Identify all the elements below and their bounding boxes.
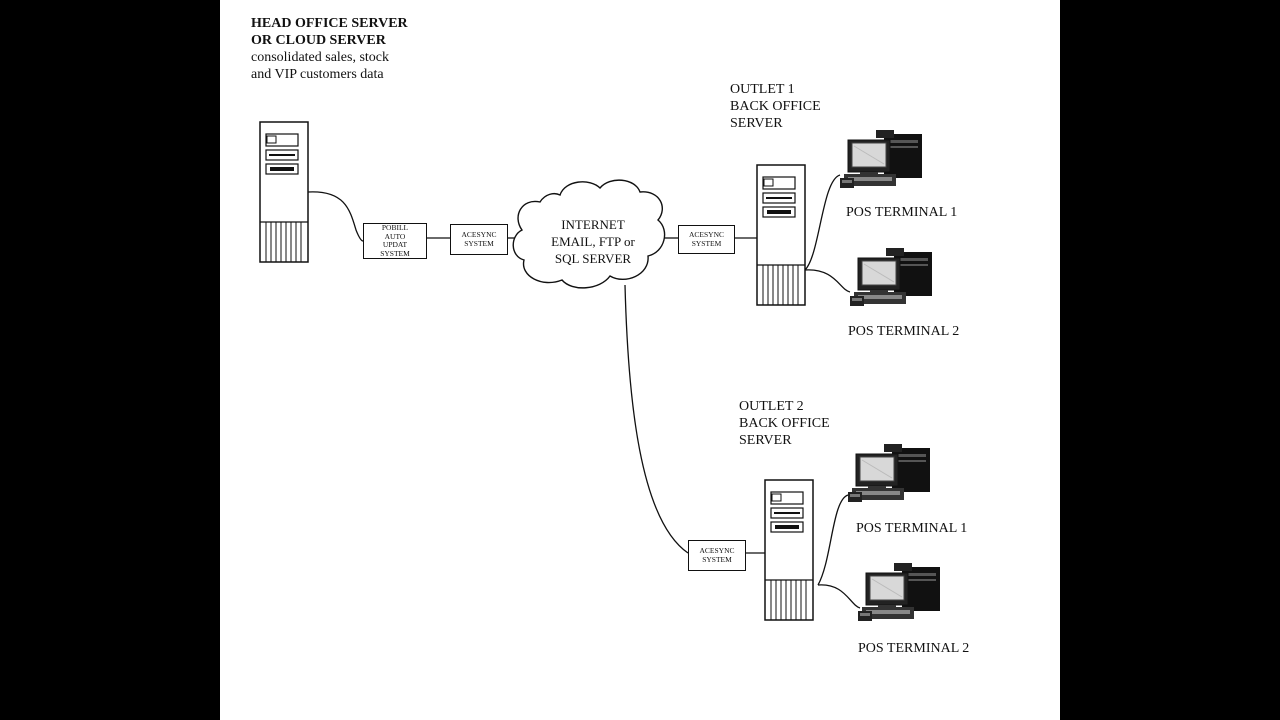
diagram-graphics — [259, 121, 941, 622]
outlet2-pos-terminal1-icon — [847, 443, 931, 503]
outlet2-line1: OUTLET 2 — [739, 399, 804, 414]
outlet2-acesync-line2: SYSTEM — [702, 554, 732, 564]
outlet1-server-icon — [756, 164, 806, 306]
outlet1-line1: OUTLET 1 — [730, 82, 795, 97]
outlet2-pos-terminal2-label: POS TERMINAL 2 — [858, 641, 970, 656]
acesync-box-headoffice: ACESYNC SYSTEM — [450, 224, 508, 255]
pobill-auto-update-box: POBILL AUTO UPDAT SYSTEM — [363, 223, 427, 259]
outlet1-pos-terminal1-icon — [839, 129, 923, 189]
head-office-label: HEAD OFFICE SERVER OR CLOUD SERVER conso… — [251, 15, 408, 83]
outlet2-server-icon — [764, 479, 814, 621]
outlet2-label: OUTLET 2 BACK OFFICE SERVER — [739, 398, 830, 449]
outlet1-label: OUTLET 1 BACK OFFICE SERVER — [730, 81, 821, 132]
head-office-title-1: HEAD OFFICE SERVER — [251, 16, 408, 31]
outlet1-line2: BACK OFFICE — [730, 99, 821, 114]
pobill-line4: SYSTEM — [380, 248, 410, 258]
internet-cloud-label: INTERNET EMAIL, FTP or SQL SERVER — [538, 216, 648, 267]
head-office-desc-2: and VIP customers data — [251, 67, 384, 82]
outlet2-pos-terminal2-icon — [857, 562, 941, 622]
outlet1-acesync-line2: SYSTEM — [691, 238, 722, 248]
diagram-page: HEAD OFFICE SERVER OR CLOUD SERVER conso… — [220, 0, 1060, 720]
acesync-box-outlet1: ACESYNC SYSTEM — [678, 225, 735, 254]
outlet2-acesync-line1: ACESYNC — [699, 546, 735, 555]
head-office-desc-1: consolidated sales, stock — [251, 50, 390, 65]
cloud-line2: EMAIL, FTP or — [551, 234, 635, 249]
outlet1-pos-terminal2-label: POS TERMINAL 2 — [848, 324, 960, 339]
outlet1-pos-terminal1-label: POS TERMINAL 1 — [846, 205, 958, 220]
outlet2-line2: BACK OFFICE — [739, 416, 830, 431]
outlet1-pos-terminal2-icon — [849, 247, 933, 307]
acesync-box-outlet2: ACESYNC SYSTEM — [688, 540, 746, 571]
pobill-line3: UPDAT — [382, 240, 408, 249]
pobill-line1: POBILL — [381, 223, 409, 232]
acesync1-line2: SYSTEM — [464, 238, 494, 248]
acesync1-line1: ACESYNC — [461, 230, 497, 239]
outlet2-line3: SERVER — [739, 433, 792, 448]
head-office-title-2: OR CLOUD SERVER — [251, 33, 386, 48]
outlet1-acesync-line1: ACESYNC — [688, 230, 724, 239]
cloud-line1: INTERNET — [561, 217, 625, 232]
outlet2-pos-terminal1-label: POS TERMINAL 1 — [856, 521, 968, 536]
head-office-server-icon — [259, 121, 309, 263]
pobill-line2: AUTO — [384, 231, 406, 241]
outlet1-line3: SERVER — [730, 116, 783, 131]
cloud-line3: SQL SERVER — [554, 251, 632, 266]
internet-cloud-icon — [512, 179, 666, 289]
